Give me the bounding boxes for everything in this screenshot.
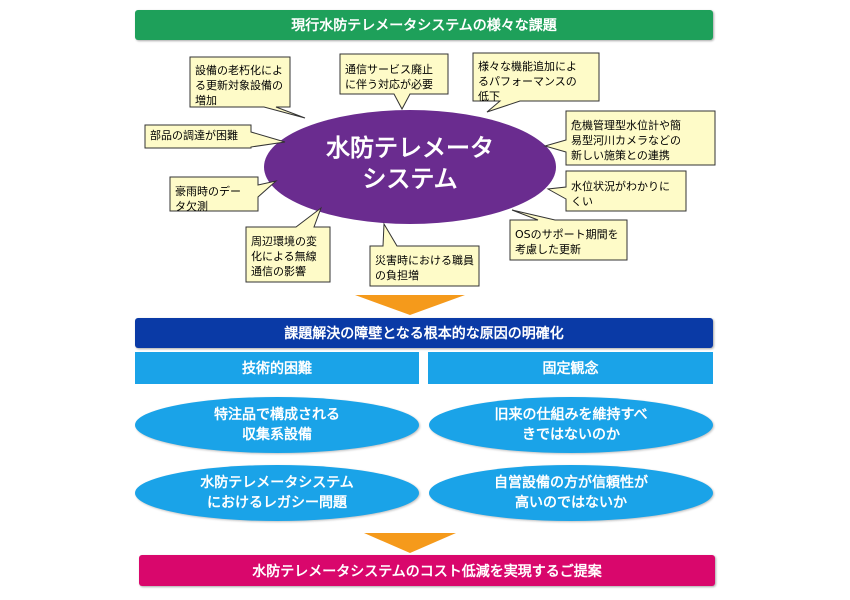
- column-header-technical: 技術的困難: [135, 352, 419, 384]
- down-arrow-1: [355, 295, 465, 315]
- issue-data-loss-heavy-rain: 豪雨時のデー タ欠測: [175, 185, 241, 213]
- bubble-shape-8: [245, 206, 331, 283]
- bubble-shape-5: [543, 110, 716, 166]
- issue-performance-drop: 様々な機能追加によ るパフォーマンスの 低下: [478, 60, 577, 103]
- mid-banner: 課題解決の障壁となる根本的な原因の明確化: [135, 318, 713, 348]
- issue-aging-equipment: 設備の老朽化によ る更新対象設備の 増加: [195, 64, 283, 107]
- bubble-shape-1: [189, 56, 306, 119]
- bubble-shape-9: [369, 222, 480, 287]
- cause-private-reliability: 自営設備の方が信頼性が 高いのではないか: [429, 465, 713, 521]
- center-label: 水防テレメータ システム: [326, 134, 494, 193]
- issue-bubble-shapes: [144, 52, 716, 287]
- column-header-stereotype: 固定観念: [428, 352, 713, 384]
- cause-custom-equipment: 特注品で構成される 収集系設備: [135, 397, 419, 453]
- bottom-banner: 水防テレメータシステムのコスト低減を実現するご提案: [139, 555, 715, 586]
- issue-os-support: OSのサポート期間を 考慮した更新: [515, 228, 619, 256]
- issue-staff-burden: 災害時における職員 の負担増: [375, 254, 474, 282]
- top-banner: 現行水防テレメータシステムの様々な課題: [135, 10, 713, 40]
- bubble-shape-7: [546, 170, 687, 212]
- bubble-shape-4: [144, 124, 286, 149]
- cause-keep-old-system: 旧来の仕組みを維持すべ きではないのか: [429, 397, 713, 453]
- center-ellipse: [264, 110, 556, 224]
- bubble-shape-3: [472, 52, 600, 113]
- issue-radio-interference: 周辺環境の変 化による無線 通信の影響: [251, 235, 317, 278]
- bubble-shape-6: [169, 176, 278, 212]
- issue-water-level-unclear: 水位状況がわかりに くい: [571, 180, 670, 208]
- bubble-shape-10: [509, 209, 628, 261]
- down-arrow-2: [364, 533, 456, 553]
- bubble-shape-2: [339, 53, 449, 111]
- issue-parts-procurement: 部品の調達が困難: [150, 129, 238, 142]
- issue-new-measures-integration: 危機管理型水位計や簡 易型河川カメラなどの 新しい施策との連携: [571, 119, 681, 162]
- issue-service-discontinued: 通信サービス廃止 に伴う対応が必要: [345, 63, 433, 91]
- cause-legacy-problem: 水防テレメータシステム におけるレガシー問題: [135, 465, 419, 521]
